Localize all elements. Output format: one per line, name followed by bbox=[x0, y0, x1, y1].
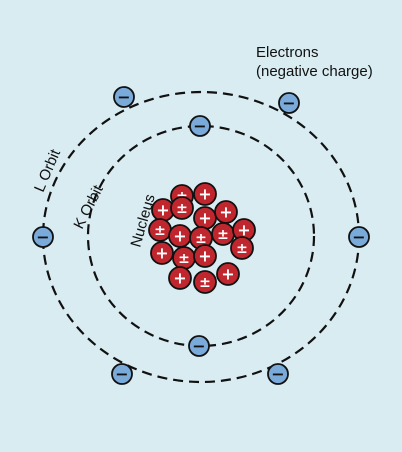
neutron: ± bbox=[170, 196, 194, 220]
electrons-label: Electrons bbox=[256, 44, 319, 61]
electron-l-orbit-symbol: − bbox=[352, 228, 365, 247]
electron-l-orbit: − bbox=[32, 226, 54, 248]
neutron: ± bbox=[193, 270, 217, 294]
electron-k-orbit-symbol: − bbox=[193, 117, 206, 136]
particles-group: −−−−−−−−±++±++±+±±++±+±+±+ bbox=[32, 86, 370, 385]
electron-l-orbit-circle bbox=[348, 226, 370, 248]
electron-l-orbit: − bbox=[348, 226, 370, 248]
proton: + bbox=[168, 266, 192, 290]
electron-l-orbit-symbol: − bbox=[36, 228, 49, 247]
electron-k-orbit: − bbox=[189, 115, 211, 137]
proton-symbol: + bbox=[237, 221, 250, 240]
proton-circle bbox=[193, 244, 217, 268]
neutron-symbol: ± bbox=[178, 251, 190, 267]
electron-l-orbit-circle bbox=[111, 363, 133, 385]
proton-symbol: + bbox=[221, 265, 234, 284]
proton: + bbox=[193, 206, 217, 230]
proton-symbol: + bbox=[198, 247, 211, 266]
electron-l-orbit-symbol: − bbox=[282, 94, 295, 113]
proton: + bbox=[150, 241, 174, 265]
neutron-symbol: ± bbox=[199, 275, 211, 291]
neutron-circle bbox=[230, 236, 254, 260]
neutron: ± bbox=[211, 222, 235, 246]
proton-circle bbox=[216, 262, 240, 286]
neutron: ± bbox=[148, 218, 172, 242]
proton-circle bbox=[193, 182, 217, 206]
proton-circle bbox=[150, 241, 174, 265]
electrons-charge-label: (negative charge) bbox=[256, 63, 373, 80]
electron-l-orbit-circle bbox=[32, 226, 54, 248]
electron-k-orbit-circle bbox=[189, 115, 211, 137]
proton-symbol: + bbox=[198, 209, 211, 228]
proton-symbol: + bbox=[156, 201, 169, 220]
proton: + bbox=[193, 244, 217, 268]
proton: + bbox=[193, 182, 217, 206]
proton: + bbox=[214, 200, 238, 224]
electron-l-orbit-circle bbox=[113, 86, 135, 108]
electron-l-orbit-symbol: − bbox=[271, 365, 284, 384]
electron-l-orbit: − bbox=[113, 86, 135, 108]
proton-symbol: + bbox=[219, 203, 232, 222]
electron-l-orbit-symbol: − bbox=[115, 365, 128, 384]
neutron-symbol: ± bbox=[195, 231, 207, 247]
neutron-symbol: ± bbox=[236, 241, 248, 257]
proton-symbol: + bbox=[173, 227, 186, 246]
electron-k-orbit-circle bbox=[188, 335, 210, 357]
proton: + bbox=[216, 262, 240, 286]
neutron-symbol: ± bbox=[176, 201, 188, 217]
electron-l-orbit: − bbox=[267, 363, 289, 385]
proton-symbol: + bbox=[173, 269, 186, 288]
proton: + bbox=[168, 224, 192, 248]
neutron: ± bbox=[230, 236, 254, 260]
neutron-symbol: ± bbox=[217, 227, 229, 243]
neutron-circle bbox=[170, 196, 194, 220]
electron-l-orbit-circle bbox=[278, 92, 300, 114]
proton-circle bbox=[168, 266, 192, 290]
neutron-circle bbox=[193, 270, 217, 294]
neutron: ± bbox=[172, 246, 196, 270]
neutron-symbol: ± bbox=[154, 223, 166, 239]
electron-l-orbit-circle bbox=[267, 363, 289, 385]
electron-l-orbit: − bbox=[111, 363, 133, 385]
k-orbit-path bbox=[86, 124, 316, 348]
proton-symbol: + bbox=[198, 185, 211, 204]
electron-k-orbit: − bbox=[188, 335, 210, 357]
proton-symbol: + bbox=[155, 244, 168, 263]
electron-l-orbit-symbol: − bbox=[117, 88, 130, 107]
proton: + bbox=[232, 218, 256, 242]
electron-l-orbit: − bbox=[278, 92, 300, 114]
electron-k-orbit-symbol: − bbox=[192, 337, 205, 356]
